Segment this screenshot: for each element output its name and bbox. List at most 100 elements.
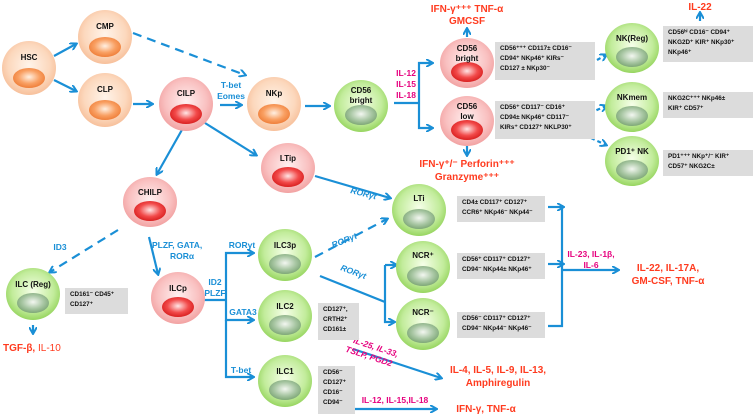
arrow-branch-bright <box>417 63 432 103</box>
marker-line: CD127⁺, <box>323 306 348 313</box>
tf-rorgt-ncr: RORγt <box>339 262 368 281</box>
cell-label: CHILP <box>138 188 163 197</box>
marker-line: CD56⁻ <box>323 369 343 376</box>
output-ilc1: IFN-γ, TNF-α <box>456 404 516 415</box>
marker-line: KIRs⁺ CD127⁺ NKLP30⁺ <box>500 124 572 131</box>
cell-cd56-bright-origin: CD56 bright <box>334 80 388 132</box>
cell-label: ILC1 <box>276 367 294 376</box>
marker-line: CCR6⁺ NKp46⁻ NKp44⁻ <box>462 209 533 216</box>
cell-label: HSC <box>21 53 38 62</box>
cell-label: NKp <box>266 89 283 98</box>
arrow-ltip-lti <box>314 174 390 198</box>
cell-label: CMP <box>96 22 114 31</box>
arrow-branch-low <box>417 103 432 128</box>
cell-label: bright <box>456 54 479 63</box>
cell-chilp: CHILP <box>123 177 177 227</box>
marker-box-nkmem: NKG2C⁺⁺⁺ NKp46± KIR⁺ CD57⁺ <box>663 92 753 118</box>
cell-label: ILC2 <box>276 302 294 311</box>
marker-box-ncr-neg: CD56⁻ CD117⁺ CD127⁺ CD94⁻ NKp44⁻ NKp46⁻ <box>457 312 545 338</box>
marker-box-pd1-nk: PD1⁺⁺⁺ NKp⁺/⁻ KIR⁺ CD57⁺ NKG2C± <box>663 150 753 176</box>
cytokine-ilc1: IL-12, IL-15,IL-18 <box>362 395 429 405</box>
cell-label: CILP <box>177 89 196 98</box>
tf-eomes: Eomes <box>217 91 245 101</box>
tf-id3: ID3 <box>53 242 67 252</box>
tf-plzf: PLZF <box>204 288 225 298</box>
arrow-hsc-cmp <box>53 44 76 57</box>
marker-box-ncr-pos: CD56⁺ CD117⁺ CD127⁺ CD94⁻ NKp44± NKp46⁺ <box>457 253 545 279</box>
marker-line: CD94± NKp46⁺ CD117⁻ <box>500 114 569 121</box>
cell-label: NKmem <box>617 93 647 102</box>
marker-line: CD94⁻ NKp44⁻ NKp46⁻ <box>462 325 532 332</box>
cell-label: PD1⁺ NK <box>615 147 649 156</box>
cell-label: LTi <box>413 194 424 203</box>
cell-ncr-pos: NCR⁺ <box>396 241 450 293</box>
output-cd56-low-line1: IFN-γ⁺/⁻ Perforin⁺⁺⁺ <box>419 159 514 170</box>
output-cd56-bright-line2: GMCSF <box>449 16 485 27</box>
marker-line: CD56⁺⁺⁺ CD117± CD16⁻ <box>500 45 572 52</box>
marker-box-lti: CD4± CD117⁺ CD127⁺ CCR6⁺ NKp46⁻ NKp44⁻ <box>457 196 545 222</box>
tf-gata3: GATA3 <box>229 307 257 317</box>
marker-line: CD56ʰⁱ CD16⁻ CD94⁺ <box>668 29 730 36</box>
cell-ilc-reg: ILC (Reg) <box>6 268 60 320</box>
output-ilc3-line2: GM-CSF, TNF-α <box>632 276 706 287</box>
output-cd56-bright-line1: IFN-γ⁺⁺⁺ TNF-α <box>431 4 504 15</box>
tf-tbet-ilc1: T-bet <box>231 365 251 375</box>
cell-cd56-low: CD56 low <box>440 96 494 146</box>
output-tgfb: TGF-β, <box>3 343 35 354</box>
arrow-branch-ilc1 <box>224 320 253 377</box>
arrow-ilc3p-ncr <box>319 274 386 304</box>
marker-line: CD56⁺ CD117⁺ CD127⁺ <box>462 256 531 263</box>
cell-label: ILCp <box>169 284 187 293</box>
marker-line: CD56⁻ CD117⁺ CD127⁺ <box>462 315 531 322</box>
arrow-chilp-ilcp <box>147 236 158 274</box>
marker-line: CD94⁻ <box>323 399 343 406</box>
tf-rorgt-dashed: RORγt <box>330 230 359 250</box>
tf-rorgt-ltip: RORγt <box>350 185 379 201</box>
cell-cilp: CILP <box>159 77 213 131</box>
cytokine-il18: IL-18 <box>396 90 416 100</box>
cell-label: CLP <box>97 85 114 94</box>
cell-label: ILC3p <box>274 241 296 250</box>
arrow-ncr-branch-pos <box>383 265 394 322</box>
cell-label: NCR⁻ <box>412 308 434 317</box>
marker-line: CD127⁺ <box>323 379 346 386</box>
cell-nkp: NKp <box>247 77 301 131</box>
cell-nk-reg: NK(Reg) <box>605 23 659 73</box>
cell-ilc2: ILC2 <box>258 290 312 342</box>
cell-ilc1: ILC1 <box>258 355 312 407</box>
arrow-cilp-chilp <box>157 127 184 174</box>
marker-line: NKp46⁺ <box>668 49 692 56</box>
cytokine-ilc3-line1: IL-23, IL-1β, <box>567 249 614 259</box>
marker-line: CD16⁻ <box>323 389 343 396</box>
cell-label: bright <box>350 96 373 105</box>
output-nk-reg: IL-22 <box>688 2 712 13</box>
marker-box-nk-reg: CD56ʰⁱ CD16⁻ CD94⁺ NKG2D⁺ KIR⁺ NKp30⁺ NK… <box>663 26 753 62</box>
marker-line: PD1⁺⁺⁺ NKp⁺/⁻ KIR⁺ <box>668 153 730 160</box>
tf-roralpha: RORα <box>170 251 195 261</box>
cell-clp: CLP <box>78 73 132 127</box>
output-ilc2-line2: Amphiregulin <box>466 378 530 389</box>
marker-line: CD127 ± NKp30⁻ <box>500 65 550 72</box>
marker-box-ilc-reg: CD161⁻ CD45⁺ CD127⁺ <box>65 288 128 314</box>
cell-label: LTip <box>280 154 296 163</box>
cell-ltip: LTip <box>261 143 315 193</box>
output-ilc2-line1: IL-4, IL-5, IL-9, IL-13, <box>450 365 546 376</box>
cytokine-ilc3-line2: IL-6 <box>583 260 598 270</box>
arrows <box>33 13 700 409</box>
cell-cmp: CMP <box>78 10 132 64</box>
arrow-ilc3p-lti-dashed <box>314 219 387 258</box>
tf-plzf-gata: PLZF, GATA, <box>152 240 202 250</box>
cell-ilc3p: ILC3p <box>258 229 312 281</box>
cell-label: ILC (Reg) <box>15 280 51 289</box>
marker-line: CD161⁻ CD45⁺ <box>70 291 115 298</box>
cell-ncr-neg: NCR⁻ <box>396 298 450 350</box>
marker-box-ilc2: CD127⁺, CRTH2⁺ CD161± <box>318 303 359 340</box>
marker-line: NKG2D⁺ KIR⁺ NKp30⁺ <box>668 39 735 46</box>
cell-cd56-bright: CD56 bright <box>440 38 494 88</box>
tf-tbet: T-bet <box>221 80 241 90</box>
marker-line: CD161± <box>323 326 347 333</box>
cell-label: NCR⁺ <box>412 251 434 260</box>
output-cd56-low-line2: Granzyme⁺⁺⁺ <box>435 172 499 183</box>
cytokine-il15: IL-15 <box>396 79 416 89</box>
